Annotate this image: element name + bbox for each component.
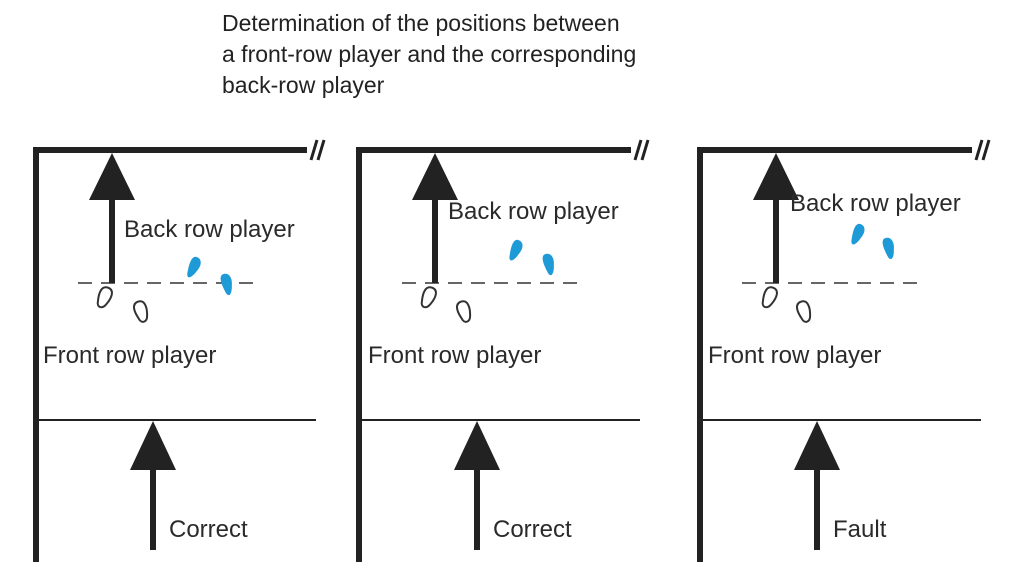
court-outline (356, 147, 640, 562)
back-row-label: Back row player (448, 198, 619, 225)
panel-1: Back row player Front row player Correct (33, 139, 326, 562)
back-row-arrow-icon (89, 153, 135, 283)
diagram-title: Determination of the positions between a… (222, 8, 822, 101)
title-line-1: Determination of the positions between (222, 10, 620, 36)
front-row-footprint-icon (94, 284, 152, 325)
verdict-label: Correct (169, 516, 248, 543)
front-row-label: Front row player (43, 342, 216, 369)
court-outline (33, 147, 316, 562)
break-mark-icon (974, 139, 991, 161)
verdict-arrow-icon (130, 421, 176, 550)
verdict-arrow-icon (454, 421, 500, 550)
back-row-arrow-icon (753, 153, 799, 283)
front-row-label: Front row player (708, 342, 881, 369)
back-row-footprint-icon (185, 255, 236, 297)
break-mark-icon (309, 139, 326, 161)
front-row-footprint-icon (759, 284, 815, 325)
court-outline (697, 147, 981, 562)
front-row-footprint-icon (418, 284, 475, 325)
panel-2: Back row player Front row player Correct (356, 139, 650, 562)
back-row-arrow-icon (412, 153, 458, 283)
back-row-label: Back row player (124, 216, 295, 243)
title-line-2: a front-row player and the corresponding (222, 41, 637, 67)
verdict-label: Fault (833, 516, 887, 543)
title-line-3: back-row player (222, 72, 385, 98)
back-row-footprint-icon (849, 222, 898, 261)
back-row-label: Back row player (790, 190, 961, 217)
break-mark-icon (633, 139, 650, 161)
front-row-label: Front row player (368, 342, 541, 369)
panel-3: Back row player Front row player Fault (697, 139, 991, 562)
verdict-arrow-icon (794, 421, 840, 550)
verdict-label: Correct (493, 516, 572, 543)
back-row-footprint-icon (507, 238, 558, 277)
